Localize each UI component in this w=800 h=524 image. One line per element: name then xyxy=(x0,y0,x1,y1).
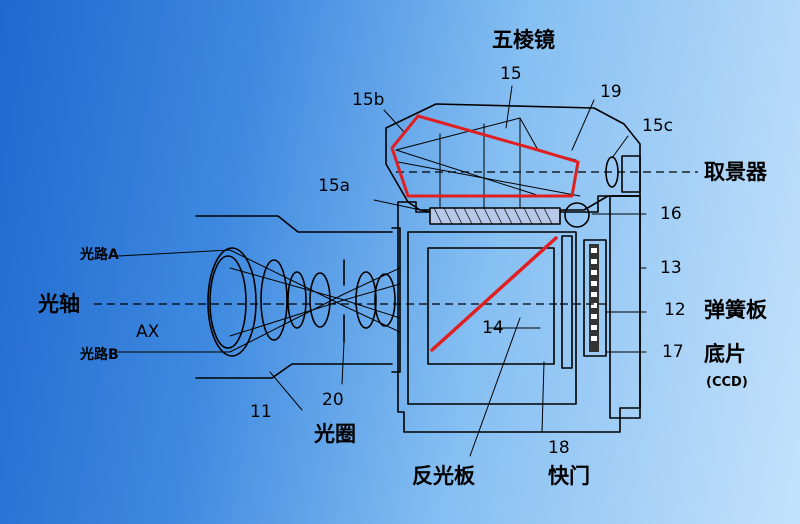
part-14: 14 xyxy=(482,318,504,338)
back-plate-13 xyxy=(609,195,641,419)
part-12: 12 xyxy=(664,300,686,320)
shutter-label: 快门 xyxy=(548,464,590,488)
eyepiece-16 xyxy=(564,202,590,228)
light-rays xyxy=(117,249,401,353)
mirror-box xyxy=(407,231,577,405)
part-15a: 15a xyxy=(318,176,351,196)
mirror-label: 反光板 xyxy=(412,464,475,488)
ccd-label: (CCD) xyxy=(706,375,748,390)
focusing-screen xyxy=(429,207,561,225)
part-16: 16 xyxy=(660,204,682,224)
film-sprocket-pattern xyxy=(589,244,599,352)
lens-element-5 xyxy=(355,271,377,329)
part-11: 11 xyxy=(250,402,272,422)
film-plane xyxy=(583,239,607,357)
aperture-label: 光圈 xyxy=(314,422,356,446)
viewfinder-label: 取景器 xyxy=(704,160,767,184)
light-path-a: 光路A xyxy=(80,247,119,263)
leader-lines xyxy=(269,85,647,457)
part-15c: 15c xyxy=(642,116,673,136)
optical-axis-label: 光轴 xyxy=(38,292,80,316)
lens-element-4 xyxy=(309,272,331,328)
lens-barrel-top xyxy=(195,215,393,233)
pentaprism-outline xyxy=(390,114,580,198)
film-label: 底片 xyxy=(704,342,746,366)
part-17: 17 xyxy=(662,342,684,362)
lens-front xyxy=(207,247,257,357)
lens-barrel-bottom xyxy=(195,363,393,379)
lens-element-2 xyxy=(260,259,288,341)
part-18: 18 xyxy=(548,438,570,458)
spring-plate-label: 弹簧板 xyxy=(704,298,767,322)
lens-mount xyxy=(391,227,401,373)
shutter-18 xyxy=(561,235,573,369)
part-15: 15 xyxy=(500,64,522,84)
lens-element-3 xyxy=(287,271,307,329)
part-15b: 15b xyxy=(352,90,385,110)
prism-internal xyxy=(395,117,581,213)
light-path-b: 光路B xyxy=(80,347,119,363)
lens-element-6 xyxy=(374,273,396,327)
part-20: 20 xyxy=(322,390,344,410)
reflex-mirror xyxy=(430,236,558,352)
part-19: 19 xyxy=(600,82,622,102)
axis-code: AX xyxy=(136,322,160,342)
part-13: 13 xyxy=(660,258,682,278)
prism-title: 五棱镜 xyxy=(492,28,555,52)
